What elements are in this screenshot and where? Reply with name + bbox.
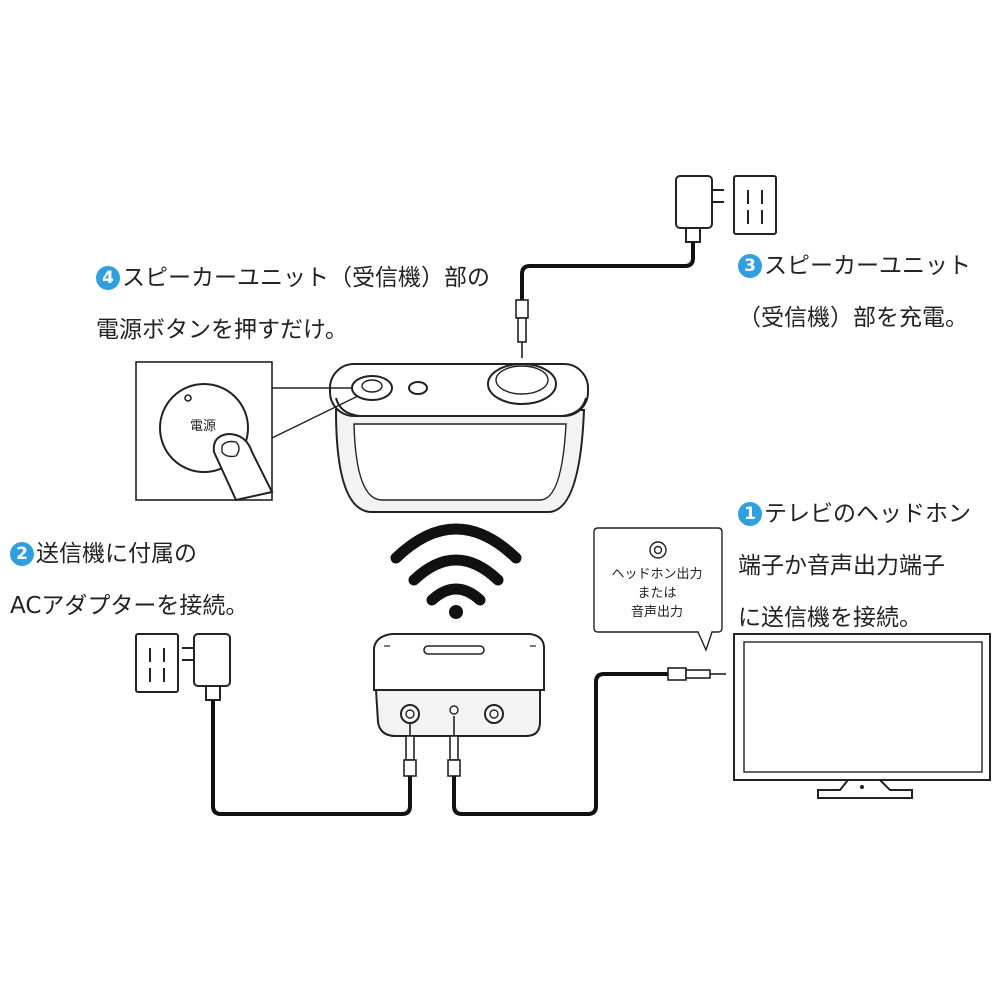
ac-adapter-icon	[675, 175, 724, 243]
jack-callout-line-2: または	[637, 586, 677, 601]
step-1-number-badge: 1	[738, 502, 762, 526]
jack-callout-line-1: ヘッドホン出力	[611, 567, 703, 582]
step-1-line-3: に送信機を接続。	[738, 605, 922, 631]
tv-audio-plug	[667, 667, 726, 681]
wifi-icon	[390, 523, 522, 619]
wall-outlet-icon	[733, 175, 777, 235]
step-2-number-badge: 2	[10, 542, 34, 566]
step-3-number-badge: 3	[738, 254, 762, 278]
jack-callout-line-3: 音声出力	[630, 605, 683, 620]
jack-callout-text: ヘッドホン出力 または 音声出力	[596, 565, 718, 622]
tv-icon	[733, 633, 991, 799]
transmitter-power-plug	[403, 724, 417, 777]
speaker-unit	[329, 363, 589, 513]
step-2-line-2: ACアダプターを接続。	[10, 593, 249, 619]
transmitter	[373, 633, 545, 737]
wall-outlet-icon	[135, 633, 179, 693]
step-4-line-2: 電源ボタンを押すだけ。	[96, 317, 348, 343]
finger-icon	[212, 432, 274, 502]
ac-adapter-icon	[182, 633, 231, 701]
transmitter-power-cable	[211, 700, 412, 816]
speaker-charge-cable	[520, 242, 695, 300]
step-1-line-2: 端子か音声出力端子	[738, 553, 945, 579]
jack-callout	[593, 527, 723, 652]
audio-cable	[452, 672, 668, 816]
speaker-plug	[515, 299, 529, 358]
headphone-jack-icon	[649, 541, 667, 559]
step-3-line-2: （受信機）部を充電。	[738, 305, 968, 331]
step-4-number-badge: 4	[96, 266, 120, 290]
zoom-connector-2	[271, 395, 359, 439]
power-button-label: 電源	[190, 419, 216, 434]
